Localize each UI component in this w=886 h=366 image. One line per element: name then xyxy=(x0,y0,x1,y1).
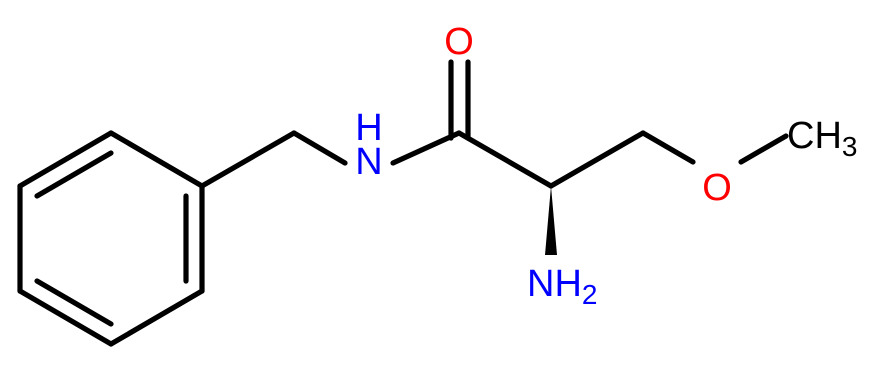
amide-h-label: H xyxy=(355,107,382,149)
amide-n-label: N xyxy=(355,141,382,183)
ring-bond xyxy=(108,130,205,189)
benzyl-bond xyxy=(199,130,297,189)
methyl-label: CH3 xyxy=(787,115,857,162)
methyl-subscript: 3 xyxy=(842,131,858,162)
ring-inner-bond xyxy=(34,278,114,327)
methyl-symbol: CH xyxy=(787,115,842,157)
ch2-o-bond xyxy=(640,130,696,165)
benzene-ring xyxy=(17,130,205,347)
amine-symbol: NH xyxy=(527,263,582,305)
stereo-wedge-bond xyxy=(545,186,557,255)
carbonyl-o-label: O xyxy=(444,21,474,63)
carbonyl-alpha-bond xyxy=(456,130,554,189)
ring-inner-bond xyxy=(34,150,114,199)
alpha-ch2-bond xyxy=(548,130,646,189)
ch2-n-bond xyxy=(291,130,348,166)
ring-bond xyxy=(17,288,114,347)
o-methyl-bond xyxy=(738,133,789,165)
n-carbonyl-bond xyxy=(390,130,462,166)
amine-subscript: 2 xyxy=(582,279,598,310)
ring-bond xyxy=(108,288,205,347)
ether-o-label: O xyxy=(702,167,732,209)
ring-bond xyxy=(17,130,114,189)
amine-label: NH2 xyxy=(527,263,597,310)
